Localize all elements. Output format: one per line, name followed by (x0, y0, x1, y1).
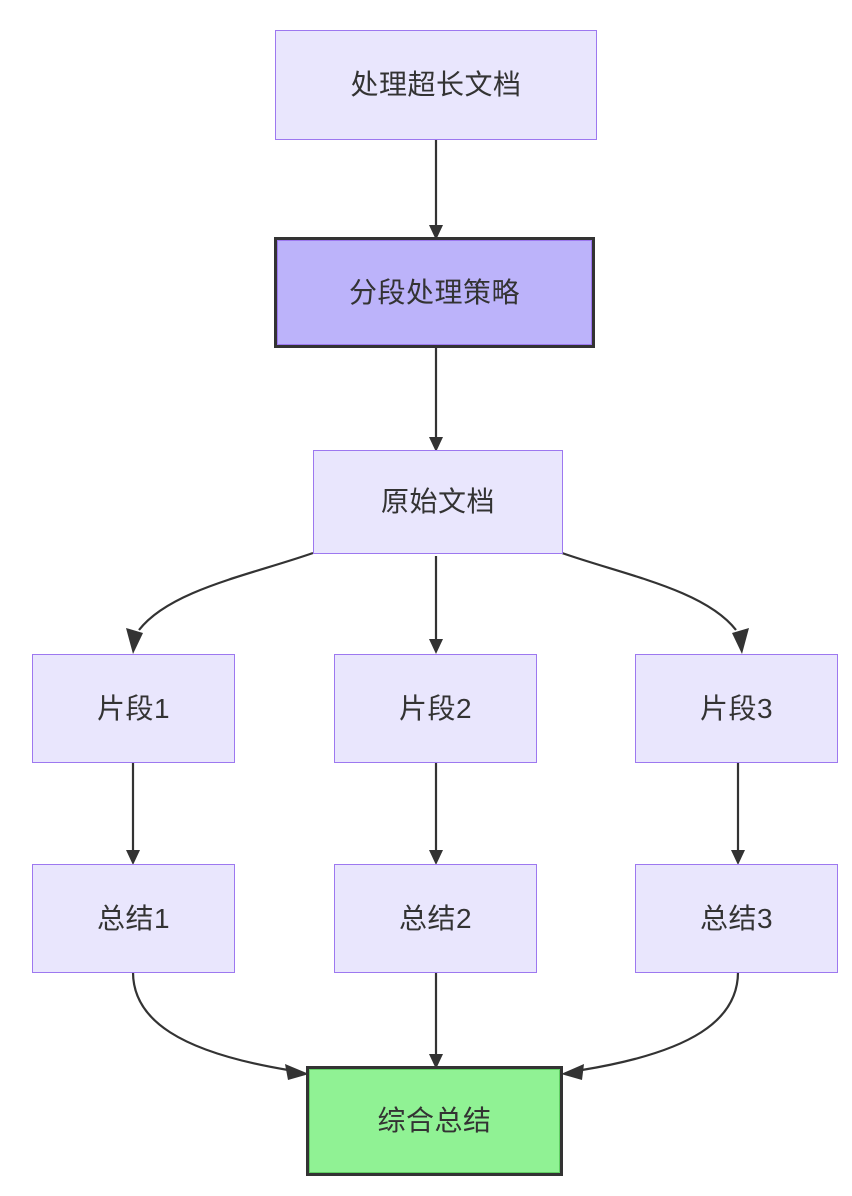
node-label: 总结3 (699, 902, 774, 934)
edge-n3-n4 (126, 551, 314, 654)
node-chunking-strategy[interactable]: 分段处理策略 (274, 237, 595, 348)
edge-n8-n10 (429, 972, 443, 1069)
node-summary-1[interactable]: 总结1 (32, 864, 235, 973)
node-label: 原始文档 (380, 486, 495, 518)
node-fragment-1[interactable]: 片段1 (32, 654, 235, 763)
node-label: 综合总结 (377, 1105, 492, 1137)
node-fragment-2[interactable]: 片段2 (334, 654, 537, 763)
edge-n6-n9 (731, 763, 745, 865)
edge-n1-n2 (429, 140, 443, 240)
node-label: 片段2 (398, 692, 473, 724)
node-fragment-3[interactable]: 片段3 (635, 654, 838, 763)
edge-n9-n10 (561, 971, 740, 1080)
node-process-long-document[interactable]: 处理超长文档 (275, 30, 597, 140)
edge-n2-n3 (429, 348, 443, 452)
node-original-document[interactable]: 原始文档 (313, 450, 563, 554)
edge-n5-n8 (429, 763, 443, 865)
node-label: 分段处理策略 (348, 276, 520, 308)
node-label: 片段3 (699, 692, 774, 724)
node-label: 总结2 (398, 902, 473, 934)
node-summary-2[interactable]: 总结2 (334, 864, 537, 973)
node-label: 处理超长文档 (350, 69, 522, 101)
edge-n7-n10 (131, 971, 309, 1080)
node-comprehensive-summary[interactable]: 综合总结 (306, 1066, 563, 1176)
node-summary-3[interactable]: 总结3 (635, 864, 838, 973)
edge-n3-n5 (429, 556, 443, 654)
edge-n3-n6 (561, 551, 749, 654)
edge-n4-n7 (126, 763, 140, 865)
node-label: 片段1 (96, 692, 171, 724)
node-label: 总结1 (96, 902, 171, 934)
